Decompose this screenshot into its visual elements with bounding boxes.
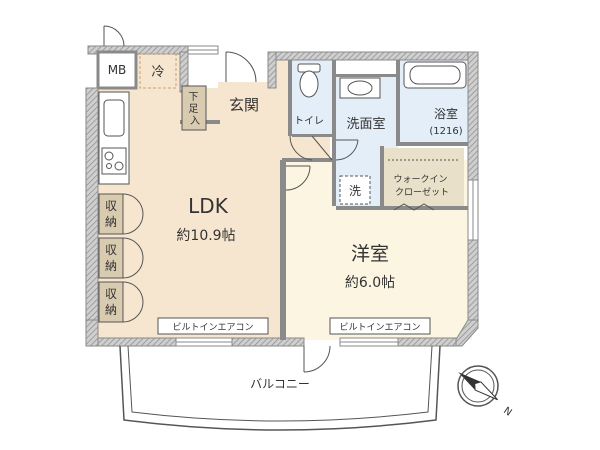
balcony-label: バルコニー	[250, 377, 310, 391]
toilet-fixture	[297, 63, 321, 98]
wash-basin	[339, 77, 381, 99]
bedroom-size: 約6.0帖	[345, 275, 395, 291]
ldk-label: LDK	[188, 194, 229, 218]
bedroom-label: 洋室	[351, 243, 389, 265]
washer-space	[339, 175, 371, 205]
bath-label: 浴室	[434, 106, 458, 121]
shoe-box-label-3: 入	[190, 116, 200, 127]
closet-label-2: クローゼット	[395, 186, 449, 198]
storage-label-3: 収納	[105, 287, 117, 317]
washer-label: 洗	[349, 184, 361, 198]
stove	[101, 147, 127, 175]
fridge-label: 冷	[151, 65, 164, 80]
kitchen-sink	[103, 99, 125, 137]
ldk-size: 約10.9帖	[176, 228, 235, 244]
doors	[103, 25, 435, 373]
meter-box-label: MB	[108, 63, 127, 77]
windows	[175, 45, 479, 347]
fridge-space	[139, 53, 177, 89]
aircon-ldk-label: ビルトインエアコン	[172, 322, 253, 333]
toilet-label: トイレ	[294, 116, 324, 127]
shoe-box	[181, 85, 207, 131]
washroom-label: 洗面室	[346, 116, 385, 132]
storage-label-1: 収納	[105, 199, 117, 229]
bathtub	[403, 61, 467, 89]
bath-size: (1216)	[429, 126, 462, 137]
compass-north-label: N	[501, 405, 513, 418]
storage-cabinets	[98, 193, 144, 323]
aircon-bedroom-box	[329, 317, 431, 335]
aircon-ldk-box	[157, 317, 269, 335]
closet-floor	[384, 148, 464, 208]
compass-icon	[457, 365, 499, 407]
ldk-floor	[97, 52, 330, 340]
balcony-outline	[119, 345, 441, 431]
entrance-label: 玄関	[229, 96, 259, 114]
closet-label: ウォークイン クローゼット	[394, 174, 451, 198]
shoe-box-label-2: 足	[188, 103, 198, 115]
balcony-inner	[127, 345, 433, 422]
shoe-box-label-1: 下	[188, 92, 198, 103]
shoe-box-label: 下 足 入	[188, 92, 201, 127]
aircon-bedroom-label: ビルトインエアコン	[339, 322, 420, 333]
storage-label-2: 収納	[105, 243, 117, 273]
closet-label-1: ウォークイン	[394, 174, 448, 185]
